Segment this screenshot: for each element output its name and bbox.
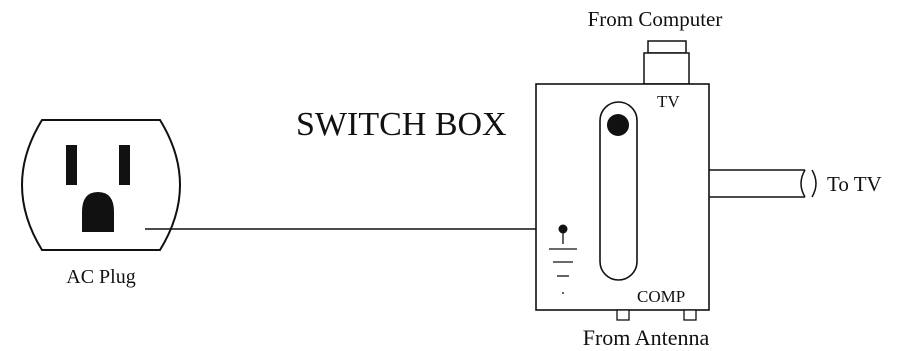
outlet-ground-hole xyxy=(82,192,114,232)
tv-cable-break xyxy=(811,169,817,198)
computer-connector xyxy=(643,40,690,85)
outlet-slot-right xyxy=(119,145,130,185)
tv-position-label: TV xyxy=(657,92,680,111)
comp-position-label: COMP xyxy=(637,287,685,306)
ac-outlet-icon xyxy=(21,119,181,251)
tv-cable xyxy=(709,169,817,198)
computer-connector-cap xyxy=(647,40,687,54)
antenna-terminal-left xyxy=(616,309,630,321)
antenna-terminal-right xyxy=(683,309,697,321)
switch-knob-icon xyxy=(607,114,629,136)
switch-slider-track xyxy=(599,101,638,281)
outlet-slot-left xyxy=(66,145,77,185)
outlet-plate xyxy=(21,119,181,251)
computer-connector-body xyxy=(643,52,690,85)
switch-box-title: SWITCH BOX xyxy=(296,106,507,143)
tv-cable-end xyxy=(800,169,806,198)
from-antenna-label: From Antenna xyxy=(583,325,710,350)
ground-terminal xyxy=(558,224,568,234)
from-computer-label: From Computer xyxy=(588,7,723,31)
ac-plug-label: AC Plug xyxy=(66,266,135,288)
to-tv-label: To TV xyxy=(827,172,882,196)
ground-symbol-icon xyxy=(549,224,577,294)
